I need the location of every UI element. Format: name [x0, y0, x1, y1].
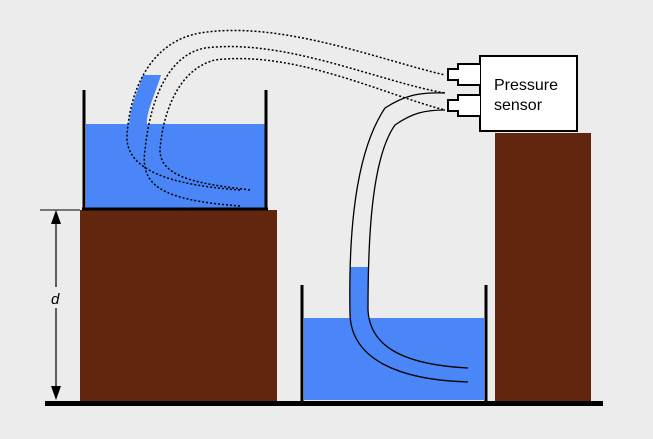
dimension-label: d — [51, 291, 60, 308]
sensor-label-line1: Pressure — [494, 77, 558, 94]
lower-water — [304, 318, 484, 400]
ground-line — [45, 401, 603, 406]
lower-tube-water — [350, 267, 368, 318]
upper-tube-water — [129, 75, 161, 124]
sensor-upper-port — [447, 63, 480, 86]
dotted-tube-lower-track — [159, 57, 446, 191]
dimension-arrow-up — [51, 210, 61, 224]
sensor-label-line2: sensor — [494, 97, 543, 114]
upper-water-container — [82, 90, 268, 211]
sensor-lower-port — [447, 94, 480, 117]
dotted-tube — [126, 29, 446, 207]
right-support-block — [495, 133, 591, 402]
pressure-sensor-body — [479, 55, 578, 132]
upper-water — [86, 124, 265, 208]
pressure-sensor: Pressure sensor — [447, 55, 578, 132]
lower-water-container — [300, 285, 488, 401]
left-support-block — [80, 210, 277, 402]
dimension-arrow-down — [51, 386, 61, 400]
height-dimension: d — [40, 209, 80, 400]
solid-tube — [349, 92, 469, 383]
